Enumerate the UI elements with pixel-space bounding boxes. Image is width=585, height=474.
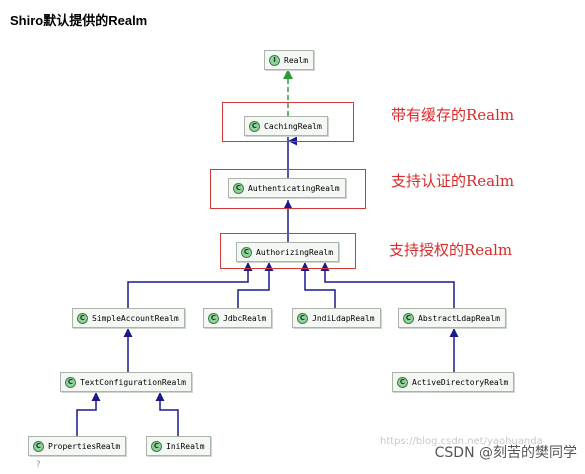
node-label: AuthenticatingRealm [248, 183, 340, 193]
node-ini-realm: C IniRealm [146, 436, 211, 456]
class-icon: C [208, 312, 219, 324]
authorizing-highlight-box [220, 233, 356, 269]
node-authenticating-realm: C AuthenticatingRealm [228, 178, 346, 198]
node-label: CachingRealm [264, 121, 322, 131]
node-caching-realm: C CachingRealm [244, 116, 328, 136]
node-label: IniRealm [166, 441, 205, 451]
node-label: Realm [284, 55, 309, 65]
node-label: AuthorizingRealm [256, 247, 334, 257]
node-active-directory-realm: C ActiveDirectoryRealm [392, 372, 515, 392]
node-properties-realm: C PropertiesRealm [28, 436, 127, 456]
authenticating-annotation: 支持认证的Realm [391, 172, 515, 190]
node-label: JndiLdapRealm [312, 313, 375, 323]
blog-url-watermark: https://blog.csdn.net/yaohuanda [380, 436, 543, 447]
node-jdbc-realm: C JdbcRealm [203, 308, 273, 328]
textconfig-arrowheads [91, 392, 165, 401]
implements-arrowhead [283, 69, 293, 79]
corner-mark: ? [36, 460, 41, 470]
class-icon: C [241, 246, 252, 258]
node-label: SimpleAccountRealm [92, 313, 179, 323]
node-text-configuration-realm: C TextConfigurationRealm [60, 372, 192, 392]
caching-highlight-box [222, 102, 354, 142]
authorizing-annotation: 支持授权的Realm [389, 241, 513, 259]
interface-icon: I [269, 54, 280, 66]
class-icon: C [33, 440, 44, 452]
diagram-heading: Shiro默认提供的Realm [10, 13, 148, 28]
node-abstract-ldap-realm: C AbstractLdapRealm [398, 308, 506, 328]
node-label: JdbcRealm [223, 313, 267, 323]
class-icon: C [77, 312, 88, 324]
node-simple-account-realm: C SimpleAccountRealm [72, 308, 185, 328]
class-icon: C [403, 312, 414, 324]
class-icon: C [151, 440, 162, 452]
node-jndi-ldap-realm: C JndiLdapRealm [292, 308, 381, 328]
node-label: PropertiesRealm [48, 441, 121, 451]
caching-annotation: 带有缓存的Realm [391, 106, 515, 124]
csdn-author-watermark: CSDN @刻苦的樊同学 [434, 445, 577, 461]
node-label: TextConfigurationRealm [80, 377, 186, 387]
class-icon: C [233, 182, 244, 194]
node-authorizing-realm: C AuthorizingRealm [236, 242, 340, 262]
class-icon: C [249, 120, 260, 132]
node-realm: I Realm [264, 50, 315, 70]
node-label: ActiveDirectoryRealm [412, 377, 509, 387]
class-icon: C [397, 376, 408, 388]
node-label: AbstractLdapRealm [418, 313, 500, 323]
authenticating-highlight-box [210, 169, 366, 209]
class-icon: C [65, 376, 76, 388]
class-icon: C [297, 312, 308, 324]
authorizing-children-edges [127, 262, 455, 308]
